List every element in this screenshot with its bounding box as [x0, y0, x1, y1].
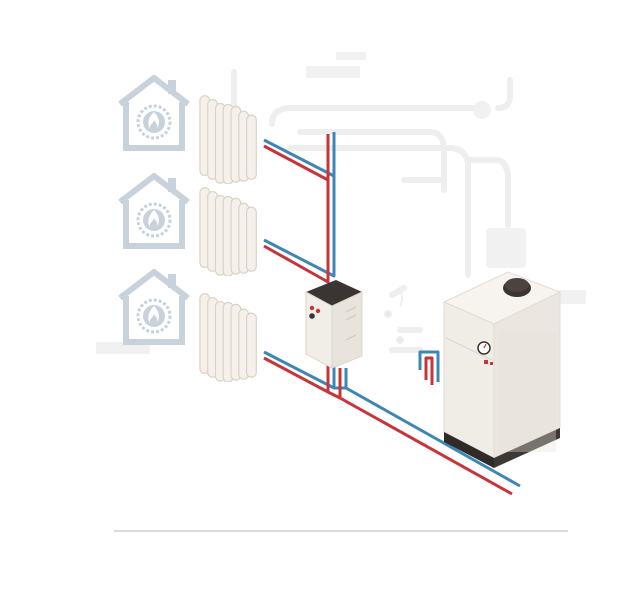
ghost-plumbing — [231, 69, 513, 353]
pressure-gauge-icon — [477, 341, 491, 355]
valve-icon — [384, 288, 404, 344]
ghost-blocks — [96, 52, 586, 354]
house-flame-icon — [120, 176, 188, 246]
radiator-icon — [199, 95, 257, 184]
house-flame-icon — [120, 78, 188, 148]
controller-unit-icon — [305, 280, 363, 369]
boiler-icon — [442, 271, 562, 468]
radiator-icon — [199, 187, 257, 276]
supply-pipes — [263, 134, 513, 496]
house-flame-icon — [120, 272, 188, 342]
radiator-icon — [199, 293, 257, 382]
